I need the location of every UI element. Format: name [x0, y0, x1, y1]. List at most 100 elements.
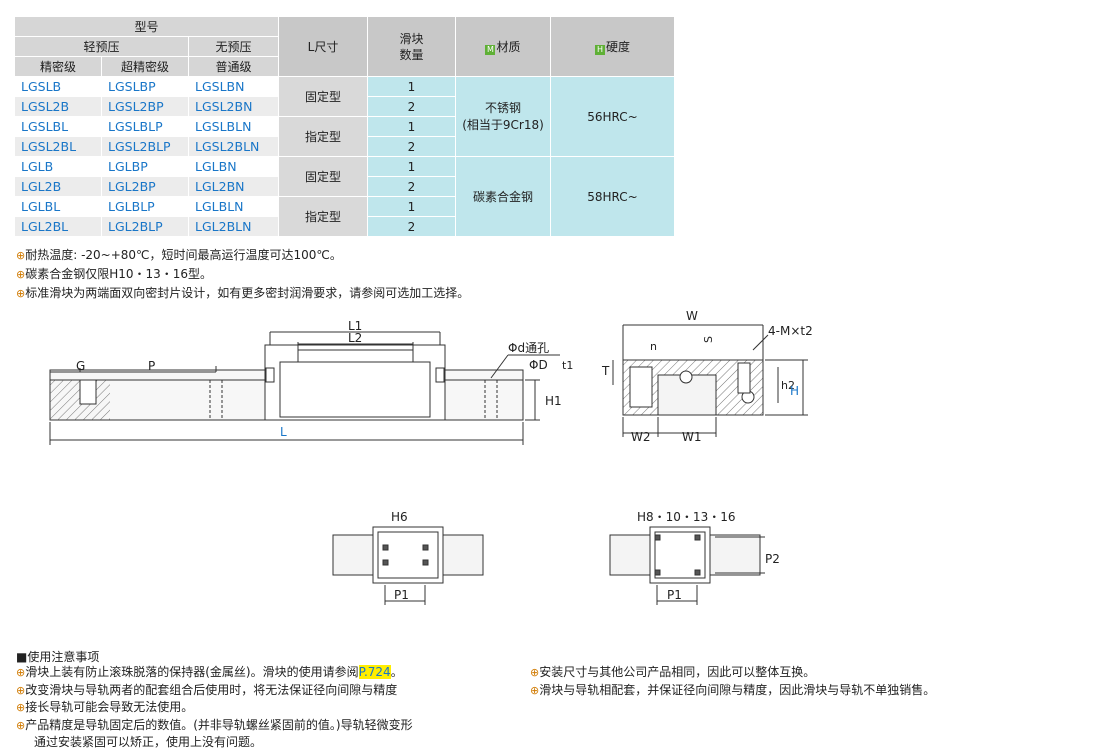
model-cell: LGSLBP	[101, 76, 189, 97]
label-h: H	[790, 384, 799, 398]
label-phi-big-d: ΦD	[529, 358, 548, 372]
caution-mark-icon: ⊕	[16, 666, 26, 679]
label-t: T	[601, 364, 610, 378]
label-s: S	[702, 336, 715, 343]
table-row: LGL2BL LGL2BLP LGL2BLN 2	[14, 216, 675, 237]
caution-mark-icon: ⊕	[530, 666, 540, 679]
caution-item: ⊕产品精度是导轨固定后的数值。(并非导轨螺丝紧固前的值。)导轨轻微变形	[16, 717, 413, 732]
label-p2: P2	[765, 552, 780, 566]
caution-right: ⊕安装尺寸与其他公司产品相同，因此可以整体互换。 ⊕滑块与导轨相配套，并保证径向…	[530, 664, 935, 699]
model-cell: LGSLBLP	[101, 116, 189, 137]
model-cell: LGSL2BL	[14, 136, 102, 157]
th-super-precision: 超精密级	[101, 56, 189, 77]
caution-mark-icon: ⊕	[16, 683, 26, 697]
table-row: LGLB LGLBP LGLBN 固定型 1 碳素合金钢 58HRC~	[14, 156, 675, 237]
l-type-cell: 指定型	[278, 196, 368, 237]
caution-item: ⊕改变滑块与导轨两者的配套组合后使用时，将无法保证径向间隙与精度	[16, 682, 398, 697]
count-cell: 1	[367, 76, 456, 97]
top-view-h8: H8・10・13・16 P1 P2	[609, 510, 780, 605]
l-type-cell: 固定型	[278, 76, 368, 117]
material-badge-icon: M	[485, 45, 496, 55]
th-model: 型号	[14, 16, 279, 37]
count-cell: 1	[367, 116, 456, 137]
label-n: n	[650, 340, 657, 353]
model-cell: LGSLBL	[14, 116, 102, 137]
th-block-count: 滑块 数量	[367, 16, 456, 77]
caution-item: ⊕滑块上装有防止滚珠脱落的保持器(金属丝)。滑块的使用请参阅P.724。	[16, 665, 403, 679]
model-cell: LGSL2BLN	[188, 136, 279, 157]
label-g: G	[76, 359, 85, 373]
label-w2: W2	[631, 430, 651, 444]
model-cell: LGLBN	[188, 156, 279, 177]
label-w: W	[686, 309, 698, 323]
hardness-cell: 56HRC~	[550, 76, 675, 157]
model-cell: LGSL2BP	[101, 96, 189, 117]
label-p: P	[148, 359, 155, 373]
count-cell: 2	[367, 96, 456, 117]
th-no-preload: 无预压	[188, 36, 279, 57]
side-view-drawing: G P L1 L2 L H1 Φd通孔 ΦD t1	[49, 319, 573, 445]
label-h8: H8・10・13・16	[637, 510, 735, 524]
caution-item-cont: 通过安装紧固可以矫正，使用上没有问题。	[34, 735, 263, 749]
label-h6: H6	[391, 510, 408, 524]
th-light-preload: 轻预压	[14, 36, 189, 57]
model-cell: LGSLBLN	[188, 116, 279, 137]
l-type-cell: 指定型	[278, 116, 368, 157]
caution-mark-icon: ⊕	[530, 683, 540, 697]
note-mark-icon: ⊕	[16, 287, 26, 300]
th-normal: 普通级	[188, 56, 279, 77]
model-cell: LGSLBN	[188, 76, 279, 97]
note-mark-icon: ⊕	[16, 268, 26, 281]
table-row: LGLBL LGLBLP LGLBLN 指定型 1	[14, 196, 675, 237]
model-cell: LGLBL	[14, 196, 102, 217]
count-cell: 1	[367, 156, 456, 177]
note-item: ⊕耐热温度: -20~+80℃，短时间最高运行温度可达100℃。	[16, 248, 342, 262]
model-cell: LGSL2BLP	[101, 136, 189, 157]
page-link[interactable]: P.724	[358, 665, 391, 679]
caution-item: ⊕滑块与导轨相配套，并保证径向间隙与精度，因此滑块与导轨不单独销售。	[530, 682, 936, 697]
model-cell: LGSLB	[14, 76, 102, 97]
model-cell: LGLBP	[101, 156, 189, 177]
note-mark-icon: ⊕	[16, 249, 26, 262]
th-l-dim: L尺寸	[278, 16, 368, 77]
model-cell: LGL2BN	[188, 176, 279, 197]
model-cell: LGL2BLN	[188, 216, 279, 237]
model-cell: LGL2BLP	[101, 216, 189, 237]
caution-item: ⊕安装尺寸与其他公司产品相同，因此可以整体互换。	[530, 665, 816, 679]
model-cell: LGSL2B	[14, 96, 102, 117]
label-l1: L1	[348, 319, 362, 333]
l-type-cell: 固定型	[278, 156, 368, 197]
note-item: ⊕标准滑块为两端面双向密封片设计，如有更多密封润滑要求，请参阅可选加工选择。	[16, 286, 470, 300]
count-cell: 2	[367, 136, 456, 157]
material-cell: 不锈钢(相当于9Cr18)	[455, 76, 551, 157]
notes-list: ⊕耐热温度: -20~+80℃，短时间最高运行温度可达100℃。 ⊕碳素合金钢仅…	[16, 246, 469, 303]
model-cell: LGSL2BN	[188, 96, 279, 117]
count-cell: 1	[367, 196, 456, 217]
label-h1: H1	[545, 394, 562, 408]
label-w1: W1	[682, 430, 702, 444]
model-cell: LGL2BL	[14, 216, 102, 237]
hardness-cell: 58HRC~	[550, 156, 675, 237]
label-p1-a: P1	[394, 588, 409, 602]
model-cell: LGLB	[14, 156, 102, 177]
label-m: 4-M×t2	[768, 324, 813, 338]
label-p1-b: P1	[667, 588, 682, 602]
top-view-h6: H6 P1	[332, 510, 484, 605]
model-cell: LGLBLP	[101, 196, 189, 217]
model-cell: LGL2B	[14, 176, 102, 197]
count-cell: 2	[367, 176, 456, 197]
th-precision: 精密级	[14, 56, 102, 77]
hardness-badge-icon: H	[594, 45, 605, 55]
caution-left: ⊕滑块上装有防止滚珠脱落的保持器(金属丝)。滑块的使用请参阅P.724。 ⊕改变…	[16, 664, 413, 752]
count-cell: 2	[367, 216, 456, 237]
label-h2: h2	[781, 379, 795, 392]
label-phi-d: Φd通孔	[508, 341, 549, 355]
model-cell: LGL2BP	[101, 176, 189, 197]
table-row: LGSL2BL LGSL2BLP LGSL2BLN 2	[14, 136, 675, 157]
cross-section-drawing: W S 4-M×t2 n T h2 H W2 W1	[601, 309, 813, 444]
table-row: LGSL2B LGSL2BP LGSL2BN 2	[14, 96, 675, 117]
label-l: L	[280, 425, 287, 439]
